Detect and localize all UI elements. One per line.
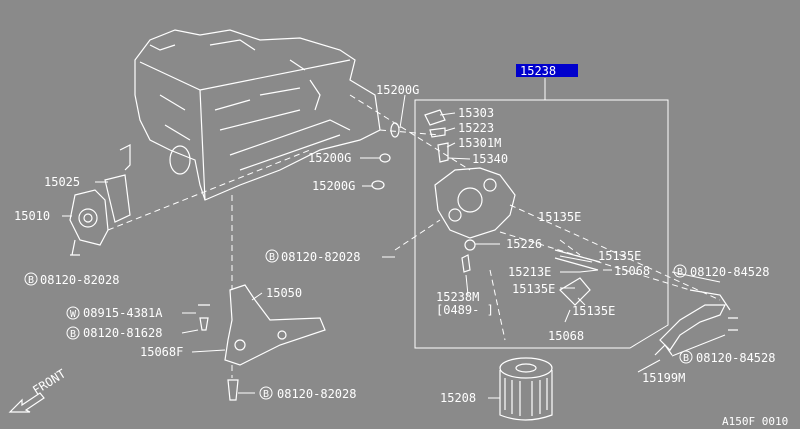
part-08120-84528-bottom[interactable]: 08120-84528 — [696, 351, 775, 365]
bracket-15050 — [198, 284, 326, 401]
bolt-badge-b — [679, 350, 693, 364]
part-15200G-mid[interactable]: 15200G — [308, 151, 351, 165]
assembly-frame — [414, 99, 669, 349]
part-15135E-d[interactable]: 15135E — [572, 304, 615, 318]
part-15200G-top[interactable]: 15200G — [376, 83, 419, 97]
part-15135E-b[interactable]: 15135E — [598, 249, 641, 263]
badge-letter: B — [28, 275, 34, 286]
cooler-pipes — [554, 249, 738, 356]
bolt-badge-b — [259, 386, 273, 400]
part-08120-84528-top[interactable]: 08120-84528 — [690, 265, 769, 279]
part-08120-82028-mid[interactable]: 08120-82028 — [281, 250, 360, 264]
oil-filter — [499, 357, 553, 421]
part-08915-4381A[interactable]: 08915-4381A — [83, 306, 163, 320]
badge-letter: B — [677, 267, 683, 278]
part-15135E-c[interactable]: 15135E — [512, 282, 555, 296]
bolt-badge-b — [66, 326, 80, 340]
part-15226[interactable]: 15226 — [506, 237, 542, 251]
dashed-leaders — [107, 94, 721, 378]
selected-part-highlight[interactable] — [516, 64, 578, 77]
badge-letter: B — [70, 329, 76, 340]
part-15068-right[interactable]: 15068 — [614, 264, 650, 278]
solid-leaders — [62, 94, 726, 399]
part-15200G-low[interactable]: 15200G — [312, 179, 355, 193]
part-15068F[interactable]: 15068F — [140, 345, 183, 359]
part-15340[interactable]: 15340 — [472, 152, 508, 166]
part-15238M[interactable]: 15238M — [436, 290, 479, 304]
part-15213E[interactable]: 15213E — [508, 265, 551, 279]
part-15301M[interactable]: 15301M — [458, 136, 501, 150]
bolt-badge-b — [673, 264, 687, 278]
part-15068-bottom[interactable]: 15068 — [548, 329, 584, 343]
badge-letter: W — [70, 309, 77, 320]
part-15010[interactable]: 15010 — [14, 209, 50, 223]
washer-badge-w — [66, 306, 80, 320]
part-15238M-range: [0489- ] — [436, 303, 494, 317]
badge-letter: B — [269, 252, 275, 263]
part-15050[interactable]: 15050 — [266, 286, 302, 300]
part-15303[interactable]: 15303 — [458, 106, 494, 120]
bolt-badge-b — [265, 249, 279, 263]
part-15208[interactable]: 15208 — [440, 391, 476, 405]
bolt-badge-b — [24, 272, 38, 286]
part-15223[interactable]: 15223 — [458, 121, 494, 135]
badge-letter: B — [683, 353, 689, 364]
front-arrow-icon — [8, 392, 45, 413]
badge-letter: B — [263, 389, 269, 400]
part-08120-82028-bottom[interactable]: 08120-82028 — [277, 387, 356, 401]
part-15199M[interactable]: 15199M — [642, 371, 685, 385]
part-15025[interactable]: 15025 — [44, 175, 80, 189]
part-08120-82028-left[interactable]: 08120-82028 — [40, 273, 119, 287]
part-15238-label[interactable]: 15238 — [520, 64, 556, 78]
part-08120-81628[interactable]: 08120-81628 — [83, 326, 162, 340]
oil-pump — [69, 174, 131, 256]
figure-code: A150F 0010 — [722, 415, 788, 428]
part-15135E-a[interactable]: 15135E — [538, 210, 581, 224]
engine-block — [119, 29, 381, 201]
front-label: FRONT — [30, 367, 68, 398]
